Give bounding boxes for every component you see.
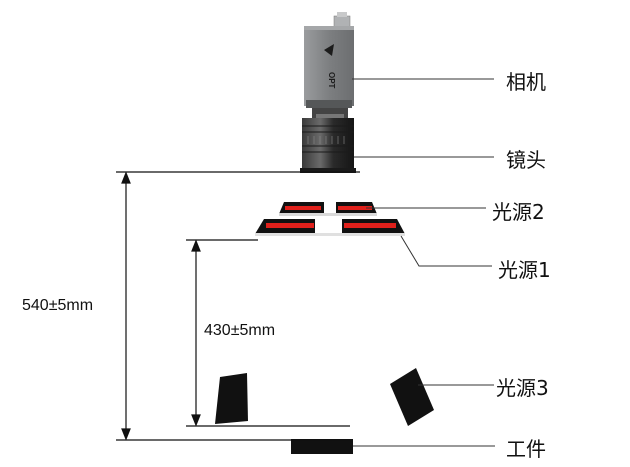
dimension-total-distance: 540±5mm — [22, 297, 94, 314]
dimension-arrows — [121, 171, 201, 441]
reference-lines — [116, 171, 360, 441]
label-light-source-2: 光源2 — [492, 200, 545, 224]
camera-logo: OPT — [324, 44, 336, 89]
label-camera: 相机 — [506, 70, 546, 94]
leader-lines — [352, 78, 495, 447]
label-light-source-1: 光源1 — [498, 258, 551, 282]
lens — [300, 108, 356, 173]
brand-logo-text: OPT — [327, 72, 336, 89]
label-light-source-3: 光源3 — [496, 376, 549, 400]
light-source-2 — [279, 202, 377, 216]
label-lens: 镜头 — [506, 148, 546, 172]
light-source-3-left — [215, 373, 248, 424]
camera: OPT — [304, 12, 354, 108]
light-source-3-right — [390, 368, 434, 426]
dimension-inner-distance: 430±5mm — [204, 322, 276, 339]
label-workpiece: 工件 — [506, 437, 546, 461]
workpiece — [291, 439, 353, 454]
light-source-1 — [255, 219, 405, 236]
